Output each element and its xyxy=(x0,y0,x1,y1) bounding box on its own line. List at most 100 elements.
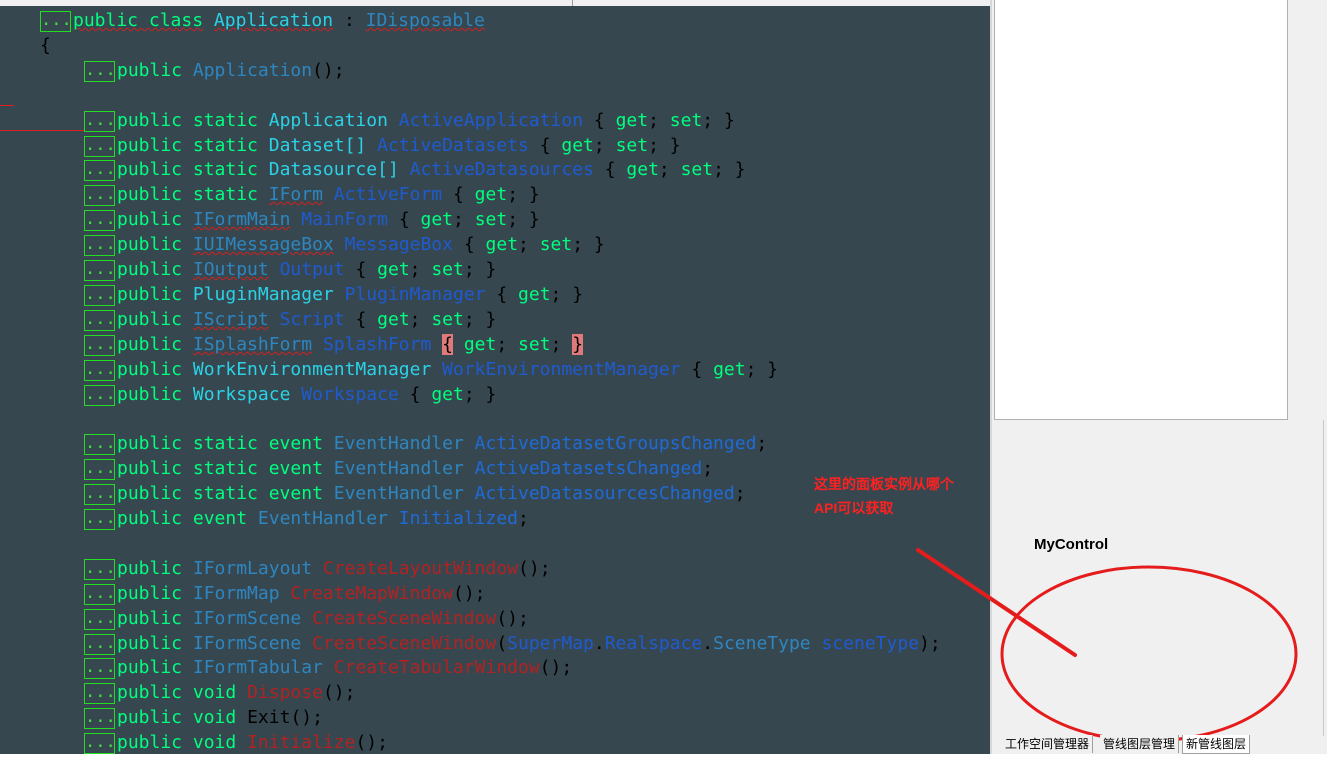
fold-toggle[interactable]: ... xyxy=(84,432,116,455)
brace: { xyxy=(604,159,616,180)
fold-toggle[interactable]: ... xyxy=(84,457,116,480)
fold-toggle[interactable]: ... xyxy=(84,731,116,754)
property-line[interactable]: ...public static Application ActiveAppli… xyxy=(84,108,735,133)
accessor-keyword: get xyxy=(518,284,551,305)
code-editor[interactable]: ...public class Application : IDisposabl… xyxy=(0,6,990,754)
fold-toggle[interactable]: ... xyxy=(84,582,116,605)
bottom-tab-1[interactable]: 管线图层管理 xyxy=(1100,735,1180,753)
class-declaration-line[interactable]: ...public class Application : IDisposabl… xyxy=(40,8,485,33)
fold-toggle[interactable]: ... xyxy=(84,333,116,356)
punctuation: ; xyxy=(658,159,670,180)
property-line[interactable]: ...public WorkEnvironmentManager WorkEnv… xyxy=(84,357,778,382)
fold-toggle[interactable]: ... xyxy=(84,158,116,181)
punctuation: . xyxy=(702,633,714,654)
type-name: EventHandler xyxy=(333,433,464,454)
method-line[interactable]: ...public IFormScene CreateSceneWindow()… xyxy=(84,606,529,631)
keyword: public xyxy=(117,234,183,255)
brace: } xyxy=(593,234,605,255)
space xyxy=(301,608,312,629)
punctuation: ( xyxy=(518,558,529,579)
keyword: public static xyxy=(117,184,258,205)
fold-toggle[interactable]: ... xyxy=(84,706,116,729)
bottom-tab-0[interactable]: 工作空间管理器 xyxy=(1002,735,1094,753)
fold-toggle[interactable]: ... xyxy=(84,308,116,331)
keyword: public xyxy=(117,60,183,81)
method-line[interactable]: ...public IFormMap CreateMapWindow(); xyxy=(84,581,486,606)
event-line[interactable]: ...public event EventHandler Initialized… xyxy=(84,506,529,531)
fold-toggle[interactable]: ... xyxy=(84,482,116,505)
property-line[interactable]: ...public IOutput Output { get; set; } xyxy=(84,257,496,282)
property-line[interactable]: ...public ISplashForm SplashForm { get; … xyxy=(84,332,584,357)
fold-toggle[interactable]: ... xyxy=(84,632,116,655)
property-line[interactable]: ...public static Dataset[] ActiveDataset… xyxy=(84,133,681,158)
space xyxy=(269,309,280,330)
space xyxy=(345,259,356,280)
space xyxy=(518,184,529,205)
open-brace-line[interactable]: { xyxy=(40,33,51,58)
fold-toggle[interactable]: ... xyxy=(40,9,72,32)
member-name: SplashForm xyxy=(322,334,432,355)
type-name: IFormTabular xyxy=(192,657,323,678)
fold-toggle[interactable]: ... xyxy=(84,681,116,704)
space xyxy=(518,209,529,230)
fold-toggle[interactable]: ... xyxy=(84,557,116,580)
event-line[interactable]: ...public static event EventHandler Acti… xyxy=(84,431,767,456)
brace: { xyxy=(398,209,410,230)
bottom-tab-2[interactable]: 新管线图层 xyxy=(1182,735,1251,754)
space xyxy=(421,384,432,405)
property-line[interactable]: ...public PluginManager PluginManager { … xyxy=(84,282,583,307)
fold-toggle[interactable]: ... xyxy=(84,183,116,206)
method-line[interactable]: ...public IFormScene CreateSceneWindow(S… xyxy=(84,631,941,656)
space xyxy=(410,209,421,230)
property-line[interactable]: ...public IFormMain MainForm { get; set;… xyxy=(84,207,540,232)
fold-toggle[interactable]: ... xyxy=(84,109,116,132)
property-line[interactable]: ...public static IForm ActiveForm { get;… xyxy=(84,182,540,207)
type-name: PluginManager xyxy=(192,284,334,305)
keyword: public static event xyxy=(117,458,323,479)
space xyxy=(756,359,767,380)
fold-toggle[interactable]: ... xyxy=(84,358,116,381)
fold-toggle[interactable]: ... xyxy=(84,208,116,231)
method-line[interactable]: ...public IFormLayout CreateLayoutWindow… xyxy=(84,556,551,581)
space xyxy=(388,209,399,230)
fold-toggle[interactable]: ... xyxy=(84,607,116,630)
brace: { xyxy=(355,259,367,280)
event-line[interactable]: ...public static event EventHandler Acti… xyxy=(84,481,746,506)
method-line[interactable]: ...public void Dispose(); xyxy=(84,680,355,705)
space xyxy=(464,184,475,205)
method-name: CreateTabularWindow xyxy=(333,657,540,678)
type-name: IOutput xyxy=(192,259,269,280)
fold-toggle[interactable]: ... xyxy=(84,507,116,530)
event-line[interactable]: ...public static event EventHandler Acti… xyxy=(84,456,713,481)
space xyxy=(280,583,291,604)
space xyxy=(182,209,193,230)
space xyxy=(366,135,377,156)
keyword: public xyxy=(117,682,183,703)
event-name: ActiveDatasetsChanged xyxy=(474,458,703,479)
punctuation: ; xyxy=(745,359,757,380)
fold-toggle[interactable]: ... xyxy=(84,134,116,157)
fold-toggle[interactable]: ... xyxy=(84,59,116,82)
panel-content-area[interactable] xyxy=(994,0,1288,420)
space xyxy=(475,259,486,280)
space xyxy=(247,508,258,529)
property-line[interactable]: ...public IUIMessageBox MessageBox { get… xyxy=(84,232,605,257)
fold-toggle[interactable]: ... xyxy=(84,656,116,679)
space xyxy=(366,309,377,330)
fold-toggle[interactable]: ... xyxy=(84,283,116,306)
method-line[interactable]: ...public IFormTabular CreateTabularWind… xyxy=(84,655,572,680)
property-line[interactable]: ...public Workspace Workspace { get; } xyxy=(84,382,496,407)
fold-toggle[interactable]: ... xyxy=(84,233,116,256)
fold-toggle[interactable]: ... xyxy=(84,258,116,281)
property-line[interactable]: ...public IScript Script { get; set; } xyxy=(84,307,496,332)
method-line[interactable]: ...public void Exit(); xyxy=(84,705,323,730)
method-line[interactable]: ...public void Initialize(); xyxy=(84,730,388,754)
punctuation: ); xyxy=(301,707,323,728)
space xyxy=(182,284,193,305)
punctuation: ; xyxy=(463,384,475,405)
property-line[interactable]: ...public static Datasource[] ActiveData… xyxy=(84,157,746,182)
fold-toggle[interactable]: ... xyxy=(84,383,116,406)
panel-splitter[interactable] xyxy=(990,0,992,754)
method-name: CreateSceneWindow xyxy=(312,633,497,654)
constructor-line[interactable]: ...public Application(); xyxy=(84,58,345,83)
